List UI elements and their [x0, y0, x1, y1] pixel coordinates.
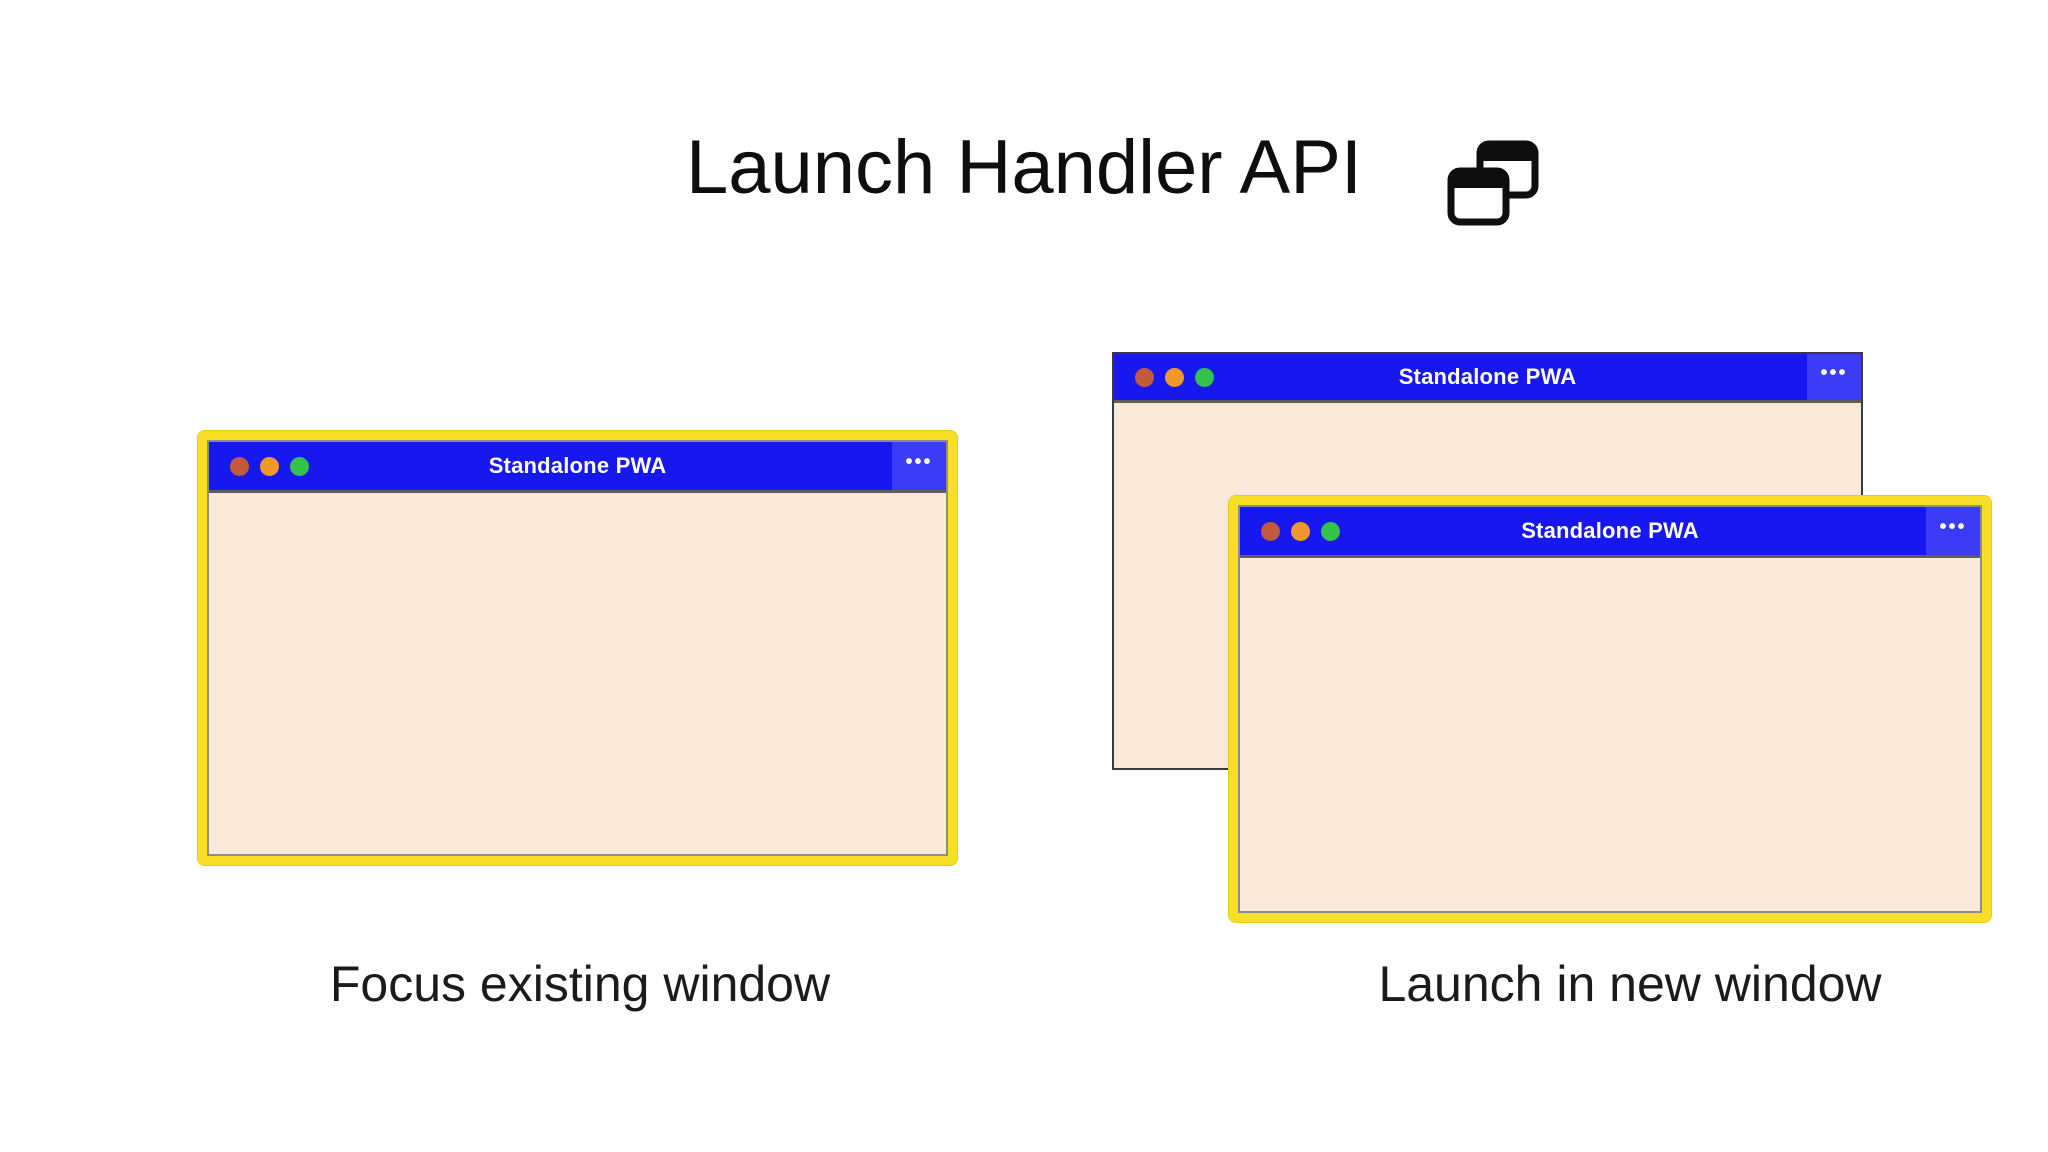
window-titlebar: Standalone PWA ••• [1240, 507, 1980, 555]
more-menu-button[interactable]: ••• [892, 442, 946, 490]
window-frame: Standalone PWA ••• [207, 440, 948, 856]
close-button[interactable] [230, 456, 249, 476]
window-titlebar: Standalone PWA ••• [1114, 354, 1861, 400]
caption-launch-new: Launch in new window [1378, 956, 1882, 1012]
window-body [1240, 555, 1980, 911]
page-title: Launch Handler API [685, 125, 1363, 210]
window-title: Standalone PWA [1398, 364, 1577, 389]
pwa-window-front-focused: Standalone PWA ••• [1228, 495, 1992, 923]
traffic-lights [1135, 367, 1214, 387]
window-body [209, 490, 946, 854]
ellipsis-icon: ••• [1939, 516, 1967, 538]
more-menu-button[interactable]: ••• [1926, 507, 1980, 555]
window-title: Standalone PWA [488, 453, 667, 478]
ellipsis-icon: ••• [1820, 362, 1848, 384]
window-title: Standalone PWA [1521, 518, 1699, 543]
minimize-button[interactable] [260, 456, 279, 476]
close-button[interactable] [1135, 367, 1154, 387]
zoom-button[interactable] [1321, 521, 1340, 541]
more-menu-button[interactable]: ••• [1807, 354, 1861, 400]
caption-focus-existing: Focus existing window [329, 956, 831, 1012]
minimize-button[interactable] [1165, 367, 1184, 387]
minimize-button[interactable] [1291, 521, 1310, 541]
overlapping-windows-icon [1447, 140, 1539, 226]
traffic-lights [1261, 521, 1340, 541]
window-titlebar: Standalone PWA ••• [209, 442, 946, 490]
zoom-button[interactable] [290, 456, 309, 476]
pwa-window-left-focused: Standalone PWA ••• [197, 430, 958, 866]
window-frame: Standalone PWA ••• [1238, 505, 1982, 913]
traffic-lights [230, 456, 309, 476]
zoom-button[interactable] [1195, 367, 1214, 387]
close-button[interactable] [1261, 521, 1280, 541]
ellipsis-icon: ••• [905, 451, 933, 473]
